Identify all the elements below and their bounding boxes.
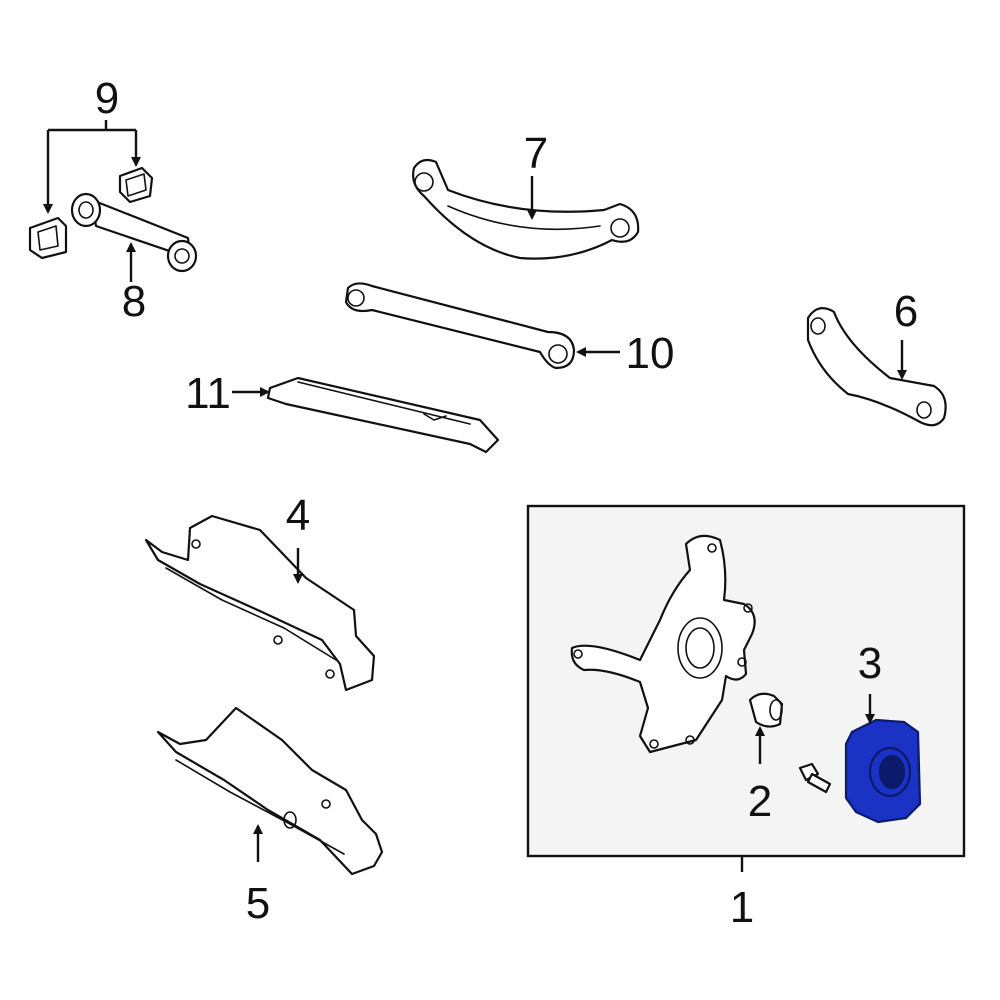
callout-2: 2 (748, 777, 772, 826)
callout-4: 4 (286, 491, 310, 540)
callout-6: 6 (894, 287, 918, 336)
part-9-bushings[interactable] (28, 120, 154, 260)
part-2-bushing[interactable] (748, 692, 784, 764)
callout-7: 7 (524, 129, 548, 178)
part-4-shield-panel[interactable] (144, 514, 376, 692)
bolt (798, 762, 832, 794)
part-3-wheel-hub[interactable] (844, 694, 922, 824)
part-10-lateral-link[interactable] (344, 282, 620, 370)
part-6-control-arm[interactable] (806, 307, 947, 427)
callout-11: 11 (185, 369, 231, 418)
callout-8: 8 (122, 277, 146, 326)
callout-9: 9 (95, 74, 119, 123)
part-7-upper-control-arm[interactable] (412, 158, 640, 260)
callout-5: 5 (246, 879, 270, 928)
callout-1: 1 (730, 883, 754, 932)
callout-3: 3 (858, 639, 882, 688)
part-8-link-rod[interactable] (70, 192, 198, 282)
part-5-lower-shield-panel[interactable] (156, 706, 384, 876)
part-11-shield[interactable] (232, 376, 500, 454)
callout-10: 10 (626, 329, 675, 378)
